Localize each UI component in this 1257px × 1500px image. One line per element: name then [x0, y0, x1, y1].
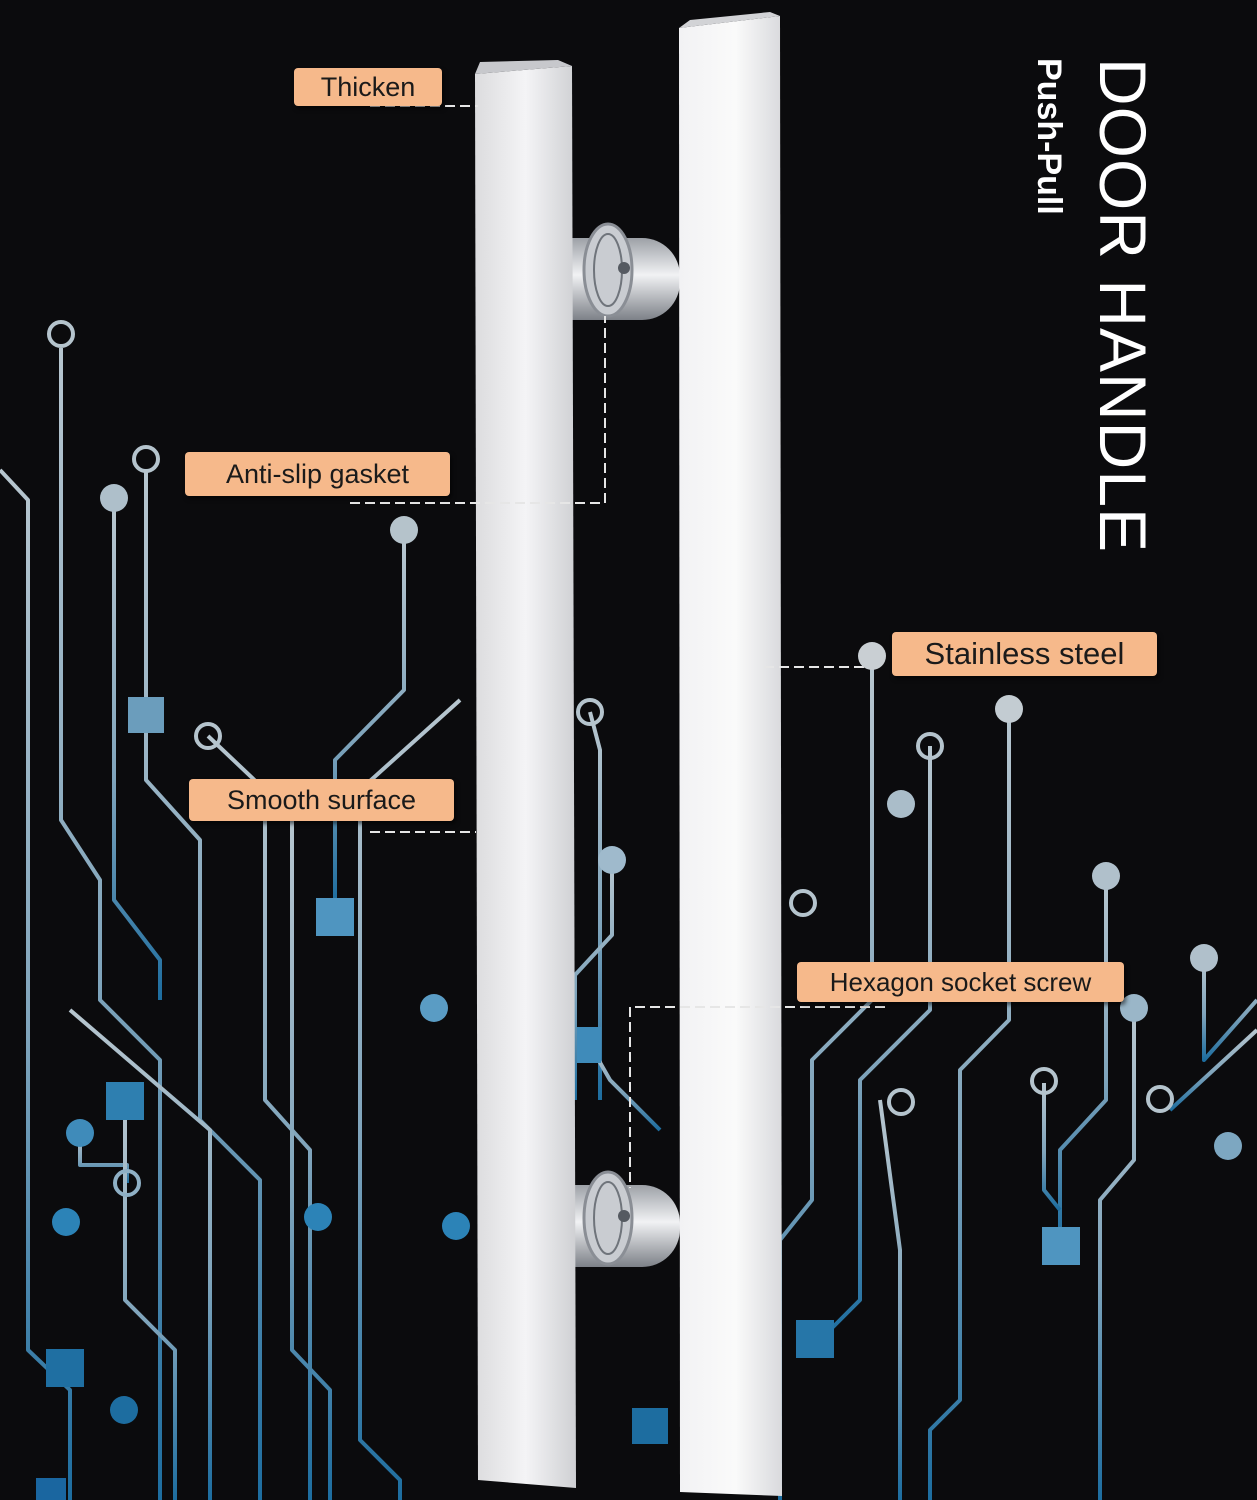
callout-smooth-surface: Smooth surface [189, 779, 454, 821]
callout-thicken: Thicken [294, 68, 442, 106]
handle-bars [475, 12, 782, 1496]
callout-anti-slip-gasket: Anti-slip gasket [185, 452, 450, 496]
circuit-node-rings [47, 320, 1174, 1197]
callout-stainless-steel: Stainless steel [892, 632, 1157, 676]
steel-callout-dot [858, 642, 886, 670]
title-door-handle: DOOR HANDLE [1086, 58, 1160, 554]
callout-leader-lines [350, 105, 885, 1188]
callout-hexagon-socket-screw: Hexagon socket screw [797, 962, 1124, 1002]
circuit-node-squares [36, 697, 1080, 1500]
circuit-node-dots [52, 484, 1242, 1424]
circuit-traces [0, 348, 1257, 1500]
subtitle-push-pull: Push-Pull [1030, 58, 1068, 215]
